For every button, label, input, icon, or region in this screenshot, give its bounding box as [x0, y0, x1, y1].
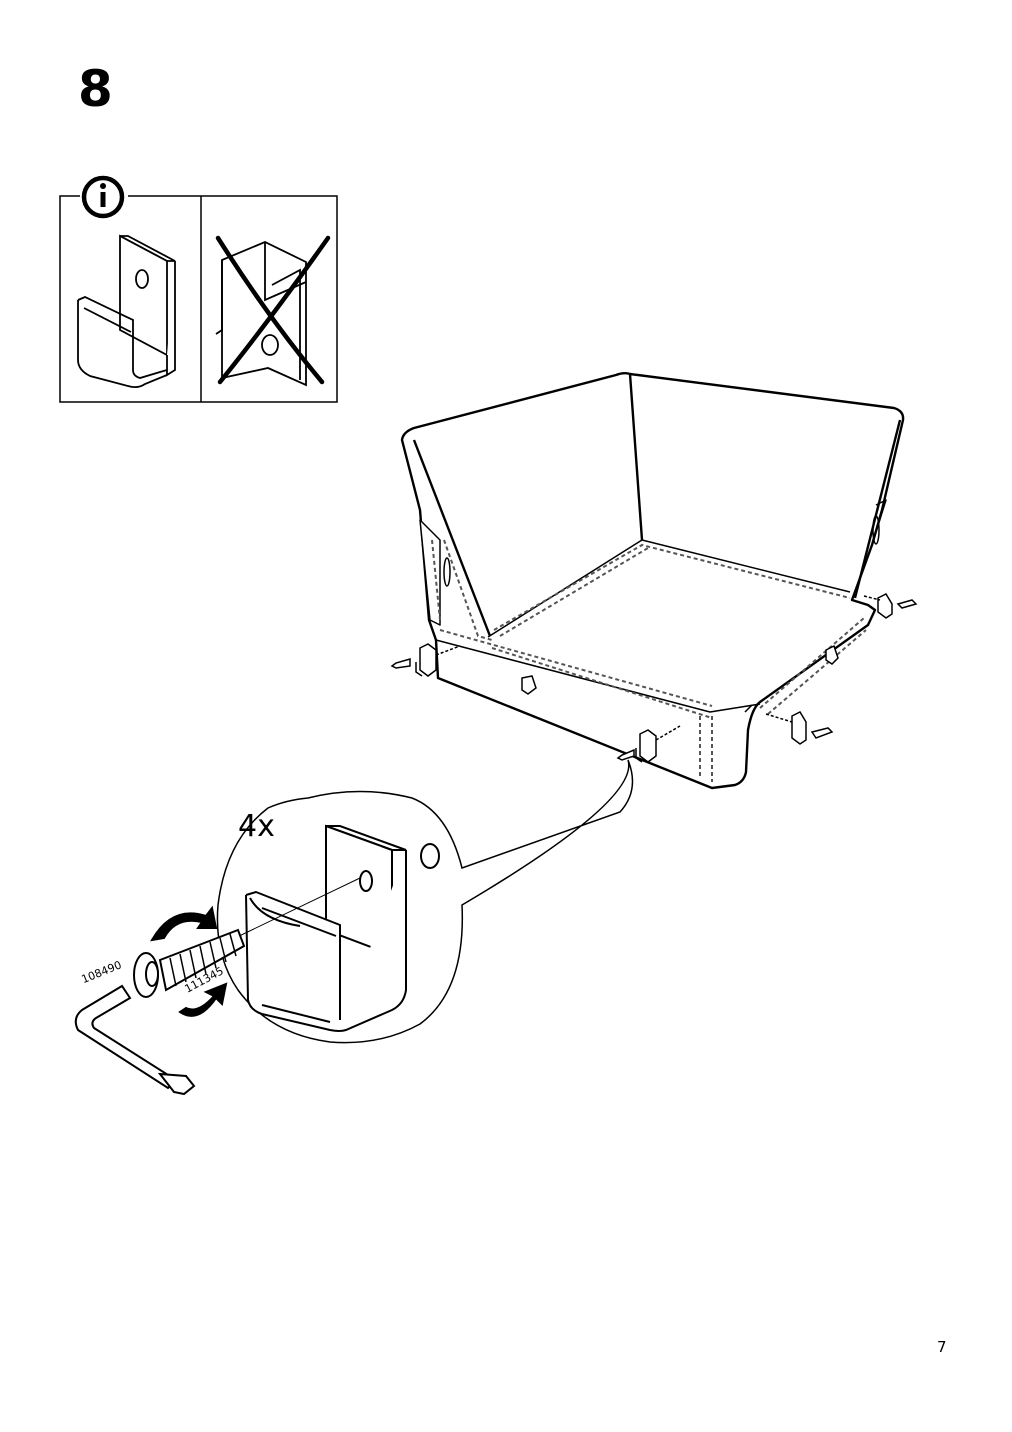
quantity-label: 4x: [238, 809, 275, 844]
seam-lines: [431, 539, 867, 782]
info-icon: [81, 175, 125, 219]
detail-bracket: [245, 824, 440, 1032]
sofa-corner-frame: [400, 372, 905, 790]
step-number: 8: [78, 60, 113, 118]
cross-out-mark: [215, 235, 331, 385]
hex-key-and-screw: [74, 877, 361, 1096]
info-panel: [59, 175, 338, 403]
frame-hardware: [390, 593, 918, 763]
bracket-correct-orientation: [77, 234, 176, 389]
bracket-incorrect-orientation: [215, 241, 307, 387]
page-number: 7: [937, 1338, 947, 1356]
